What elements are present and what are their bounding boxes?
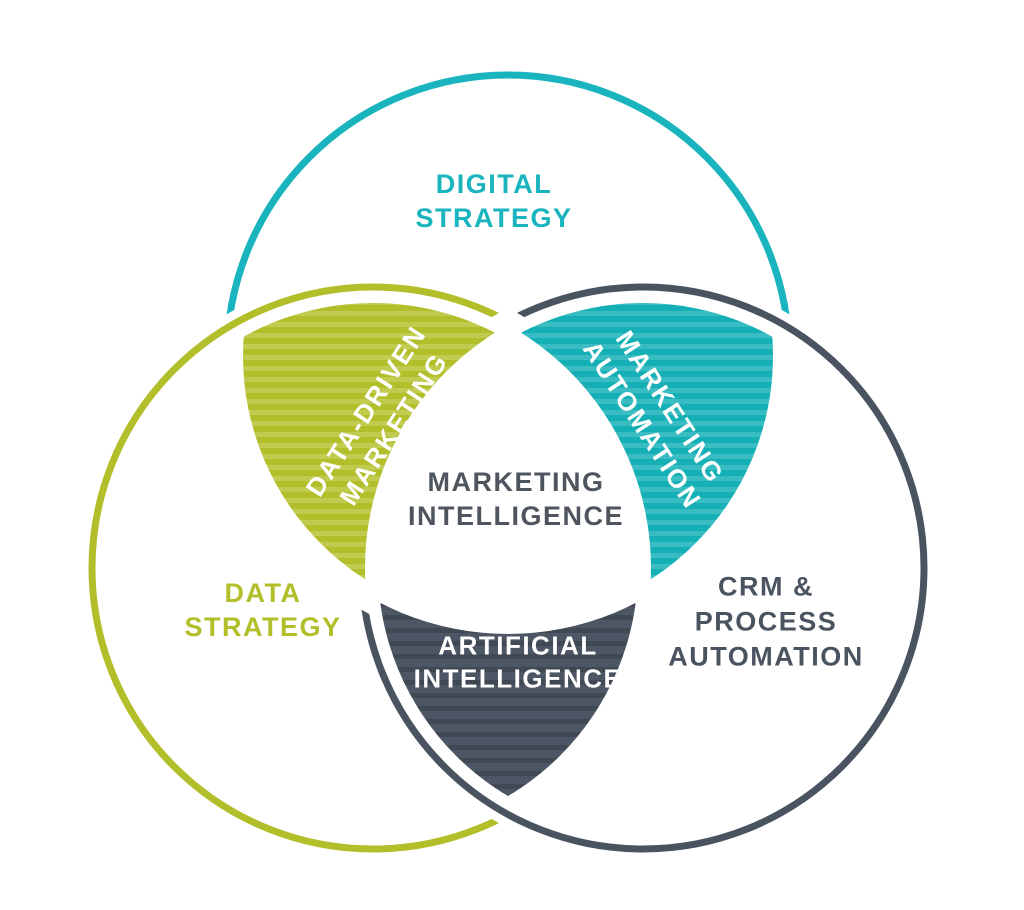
label-line: STRATEGY: [415, 203, 573, 233]
label-line: DIGITAL: [435, 168, 553, 199]
label-line: INTELLIGENCE: [407, 501, 625, 531]
label-line: STRATEGY: [184, 612, 342, 642]
label-line: ARTIFICIAL: [438, 630, 598, 661]
label-line: AUTOMATION: [668, 641, 864, 672]
artificial-intelligence-label: ARTIFICIAL INTELLIGENCE: [414, 629, 623, 695]
label-line: PROCESS: [694, 606, 838, 637]
label-line: CRM &: [717, 571, 814, 602]
data-strategy-label: DATA STRATEGY: [184, 576, 341, 644]
label-line: INTELLIGENCE: [413, 663, 623, 693]
digital-strategy-label: DIGITAL STRATEGY: [415, 167, 572, 235]
crm-process-automation-label: CRM & PROCESS AUTOMATION: [668, 569, 863, 674]
label-line: DATA: [224, 577, 302, 608]
label-line: MARKETING: [427, 466, 605, 497]
marketing-intelligence-label: MARKETING INTELLIGENCE: [408, 465, 624, 533]
